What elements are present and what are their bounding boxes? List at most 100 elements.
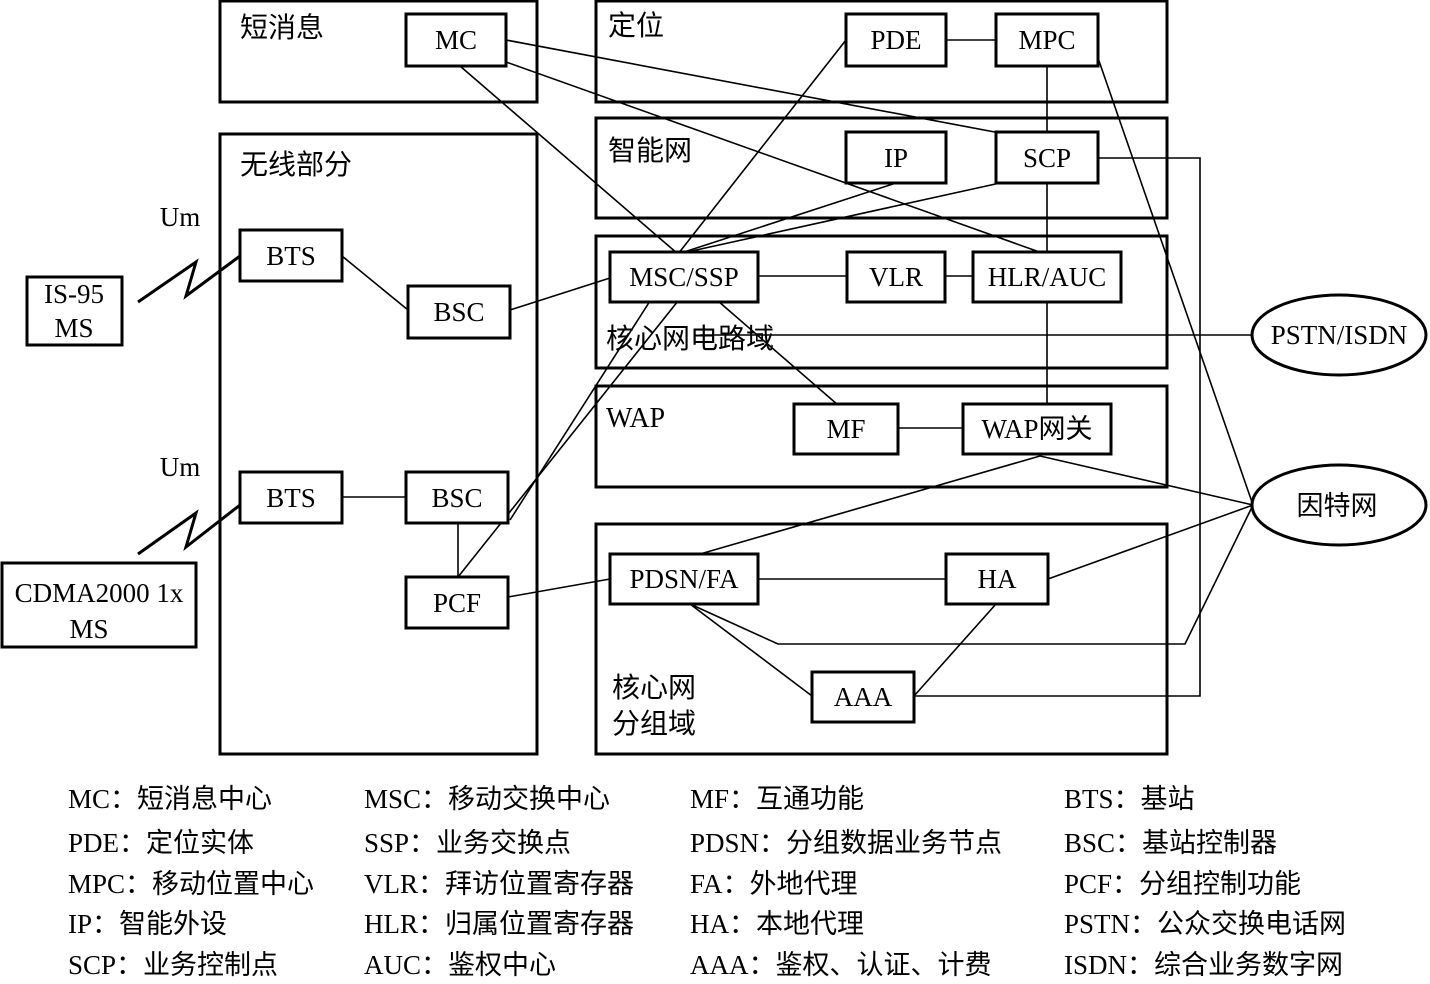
node-cdma-line1: CDMA2000 1x bbox=[15, 578, 184, 608]
node-bsc2-box bbox=[404, 470, 510, 525]
node-mc: MC bbox=[435, 25, 477, 55]
legend-item: VLR：拜访位置寄存器 bbox=[364, 869, 634, 899]
node-mf-box bbox=[792, 402, 900, 456]
node-scp: SCP bbox=[1023, 143, 1071, 173]
node-internet-ellipse bbox=[1250, 463, 1428, 547]
node-vlr-box bbox=[845, 250, 947, 304]
node-ip-box bbox=[844, 130, 948, 185]
node-cdma-box bbox=[0, 561, 198, 649]
edge-pdsn-aaa bbox=[689, 603, 813, 697]
node-ip: IP bbox=[884, 143, 908, 173]
node-wap-gateway: WAP网关 bbox=[981, 414, 1092, 444]
edge-pcf-pdsn bbox=[507, 578, 611, 598]
legend-item: HLR：归属位置寄存器 bbox=[364, 909, 634, 939]
node-pde-box bbox=[844, 12, 948, 68]
edge-mpc-internet bbox=[1097, 57, 1254, 506]
node-mc-box bbox=[404, 12, 508, 68]
edge-msc-pcf bbox=[457, 300, 679, 578]
legend-item: SCP：业务控制点 bbox=[68, 950, 279, 980]
label-um1: Um bbox=[160, 202, 201, 232]
nodes: MC PDE MPC IP SCP BTS BSC MSC/SSP VLR HL… bbox=[0, 12, 1428, 724]
node-hlr-auc-box bbox=[971, 250, 1123, 304]
edge-ha-aaa bbox=[913, 603, 997, 697]
legend-item: BSC：基站控制器 bbox=[1064, 828, 1278, 858]
node-bsc1-box bbox=[406, 284, 512, 340]
legend-item: AAA：鉴权、认证、计费 bbox=[690, 950, 992, 980]
group-wireless bbox=[218, 132, 539, 756]
edge-scp-ip-network bbox=[914, 157, 1201, 697]
edge-msc-bsc2 bbox=[509, 300, 651, 521]
group-core-packet-label-1: 核心网 bbox=[612, 672, 696, 704]
legend-item: PSTN：公众交换电话网 bbox=[1064, 909, 1347, 939]
group-core-packet bbox=[594, 522, 1169, 756]
node-aaa: AAA bbox=[834, 682, 893, 712]
group-sms-label: 短消息 bbox=[240, 12, 324, 44]
node-msc-ssp: MSC/SSP bbox=[629, 262, 739, 292]
node-pcf-box bbox=[404, 575, 510, 630]
edge-wap-internet bbox=[1039, 455, 1254, 506]
node-msc-ssp-box bbox=[608, 250, 760, 304]
node-wap-gateway-box bbox=[961, 402, 1113, 456]
node-pstn-isdn: PSTN/ISDN bbox=[1271, 320, 1408, 350]
legend-item: HA：本地代理 bbox=[690, 909, 864, 939]
node-scp-box bbox=[994, 130, 1100, 185]
groups: 短消息 定位 无线部分 智能网 核心网电路域 WAP 核心网 分组域 bbox=[218, 0, 1169, 756]
node-hlr-auc: HLR/AUC bbox=[988, 262, 1107, 292]
node-ha-box bbox=[944, 552, 1050, 606]
node-internet: 因特网 bbox=[1297, 491, 1378, 521]
legend-item: FA：外地代理 bbox=[690, 869, 858, 899]
node-cdma-line2: MS bbox=[69, 614, 108, 644]
edge-mc-msc bbox=[459, 65, 679, 255]
node-is95-line2: MS bbox=[54, 313, 93, 343]
node-mf: MF bbox=[826, 414, 865, 444]
group-wap-label: WAP bbox=[606, 403, 665, 434]
edge-ha-internet bbox=[1047, 504, 1254, 580]
edge-wap-pdsn bbox=[699, 455, 1041, 555]
group-location-label: 定位 bbox=[608, 10, 664, 42]
node-bsc1: BSC bbox=[433, 297, 484, 327]
group-intelligent-network bbox=[594, 116, 1169, 220]
legend-item: AUC：鉴权中心 bbox=[364, 950, 557, 980]
node-pcf: PCF bbox=[433, 588, 481, 618]
group-wireless-label: 无线部分 bbox=[240, 149, 352, 181]
group-location bbox=[594, 0, 1169, 104]
connections bbox=[137, 39, 1254, 697]
node-aaa-box bbox=[810, 670, 916, 724]
node-mpc: MPC bbox=[1018, 25, 1075, 55]
node-pde: PDE bbox=[870, 25, 921, 55]
node-pstn-isdn-ellipse bbox=[1250, 293, 1428, 377]
legend-item: IP：智能外设 bbox=[68, 909, 228, 939]
node-pdsn-fa: PDSN/FA bbox=[629, 564, 739, 594]
legend-item: MPC：移动位置中心 bbox=[68, 869, 315, 899]
node-bsc2: BSC bbox=[431, 483, 482, 513]
node-is95-box bbox=[25, 275, 124, 347]
legend-item: PDE：定位实体 bbox=[68, 828, 255, 858]
node-pdsn-fa-box bbox=[608, 552, 760, 606]
group-core-circuit bbox=[594, 234, 1169, 370]
group-intelligent-network-label: 智能网 bbox=[608, 135, 692, 167]
edge-msc-mf bbox=[717, 300, 839, 406]
edge-bts1-bsc1 bbox=[341, 255, 409, 311]
node-bts2-box bbox=[238, 470, 344, 525]
node-bts1-box bbox=[238, 228, 344, 283]
legend-item: BTS：基站 bbox=[1064, 784, 1195, 814]
node-bts1: BTS bbox=[266, 241, 316, 271]
radio-link-um1 bbox=[137, 254, 241, 304]
group-wap bbox=[594, 384, 1169, 489]
node-vlr: VLR bbox=[869, 262, 923, 292]
group-core-packet-label-2: 分组域 bbox=[612, 708, 696, 740]
node-ha: HA bbox=[978, 564, 1017, 594]
legend-item: MSC：移动交换中心 bbox=[364, 784, 611, 814]
group-sms bbox=[218, 0, 539, 104]
node-mpc-box bbox=[994, 12, 1100, 68]
label-um2: Um bbox=[160, 452, 201, 482]
legend-item: PDSN：分组数据业务节点 bbox=[690, 828, 1003, 858]
legend-item: PCF：分组控制功能 bbox=[1064, 869, 1302, 899]
node-is95-line1: IS-95 bbox=[44, 279, 104, 309]
edge-pdsn-internet bbox=[689, 504, 1254, 645]
legend-item: SSP：业务交换点 bbox=[364, 828, 572, 858]
edge-bsc1-msc bbox=[509, 277, 611, 311]
legend-item: ISDN：综合业务数字网 bbox=[1064, 950, 1344, 980]
